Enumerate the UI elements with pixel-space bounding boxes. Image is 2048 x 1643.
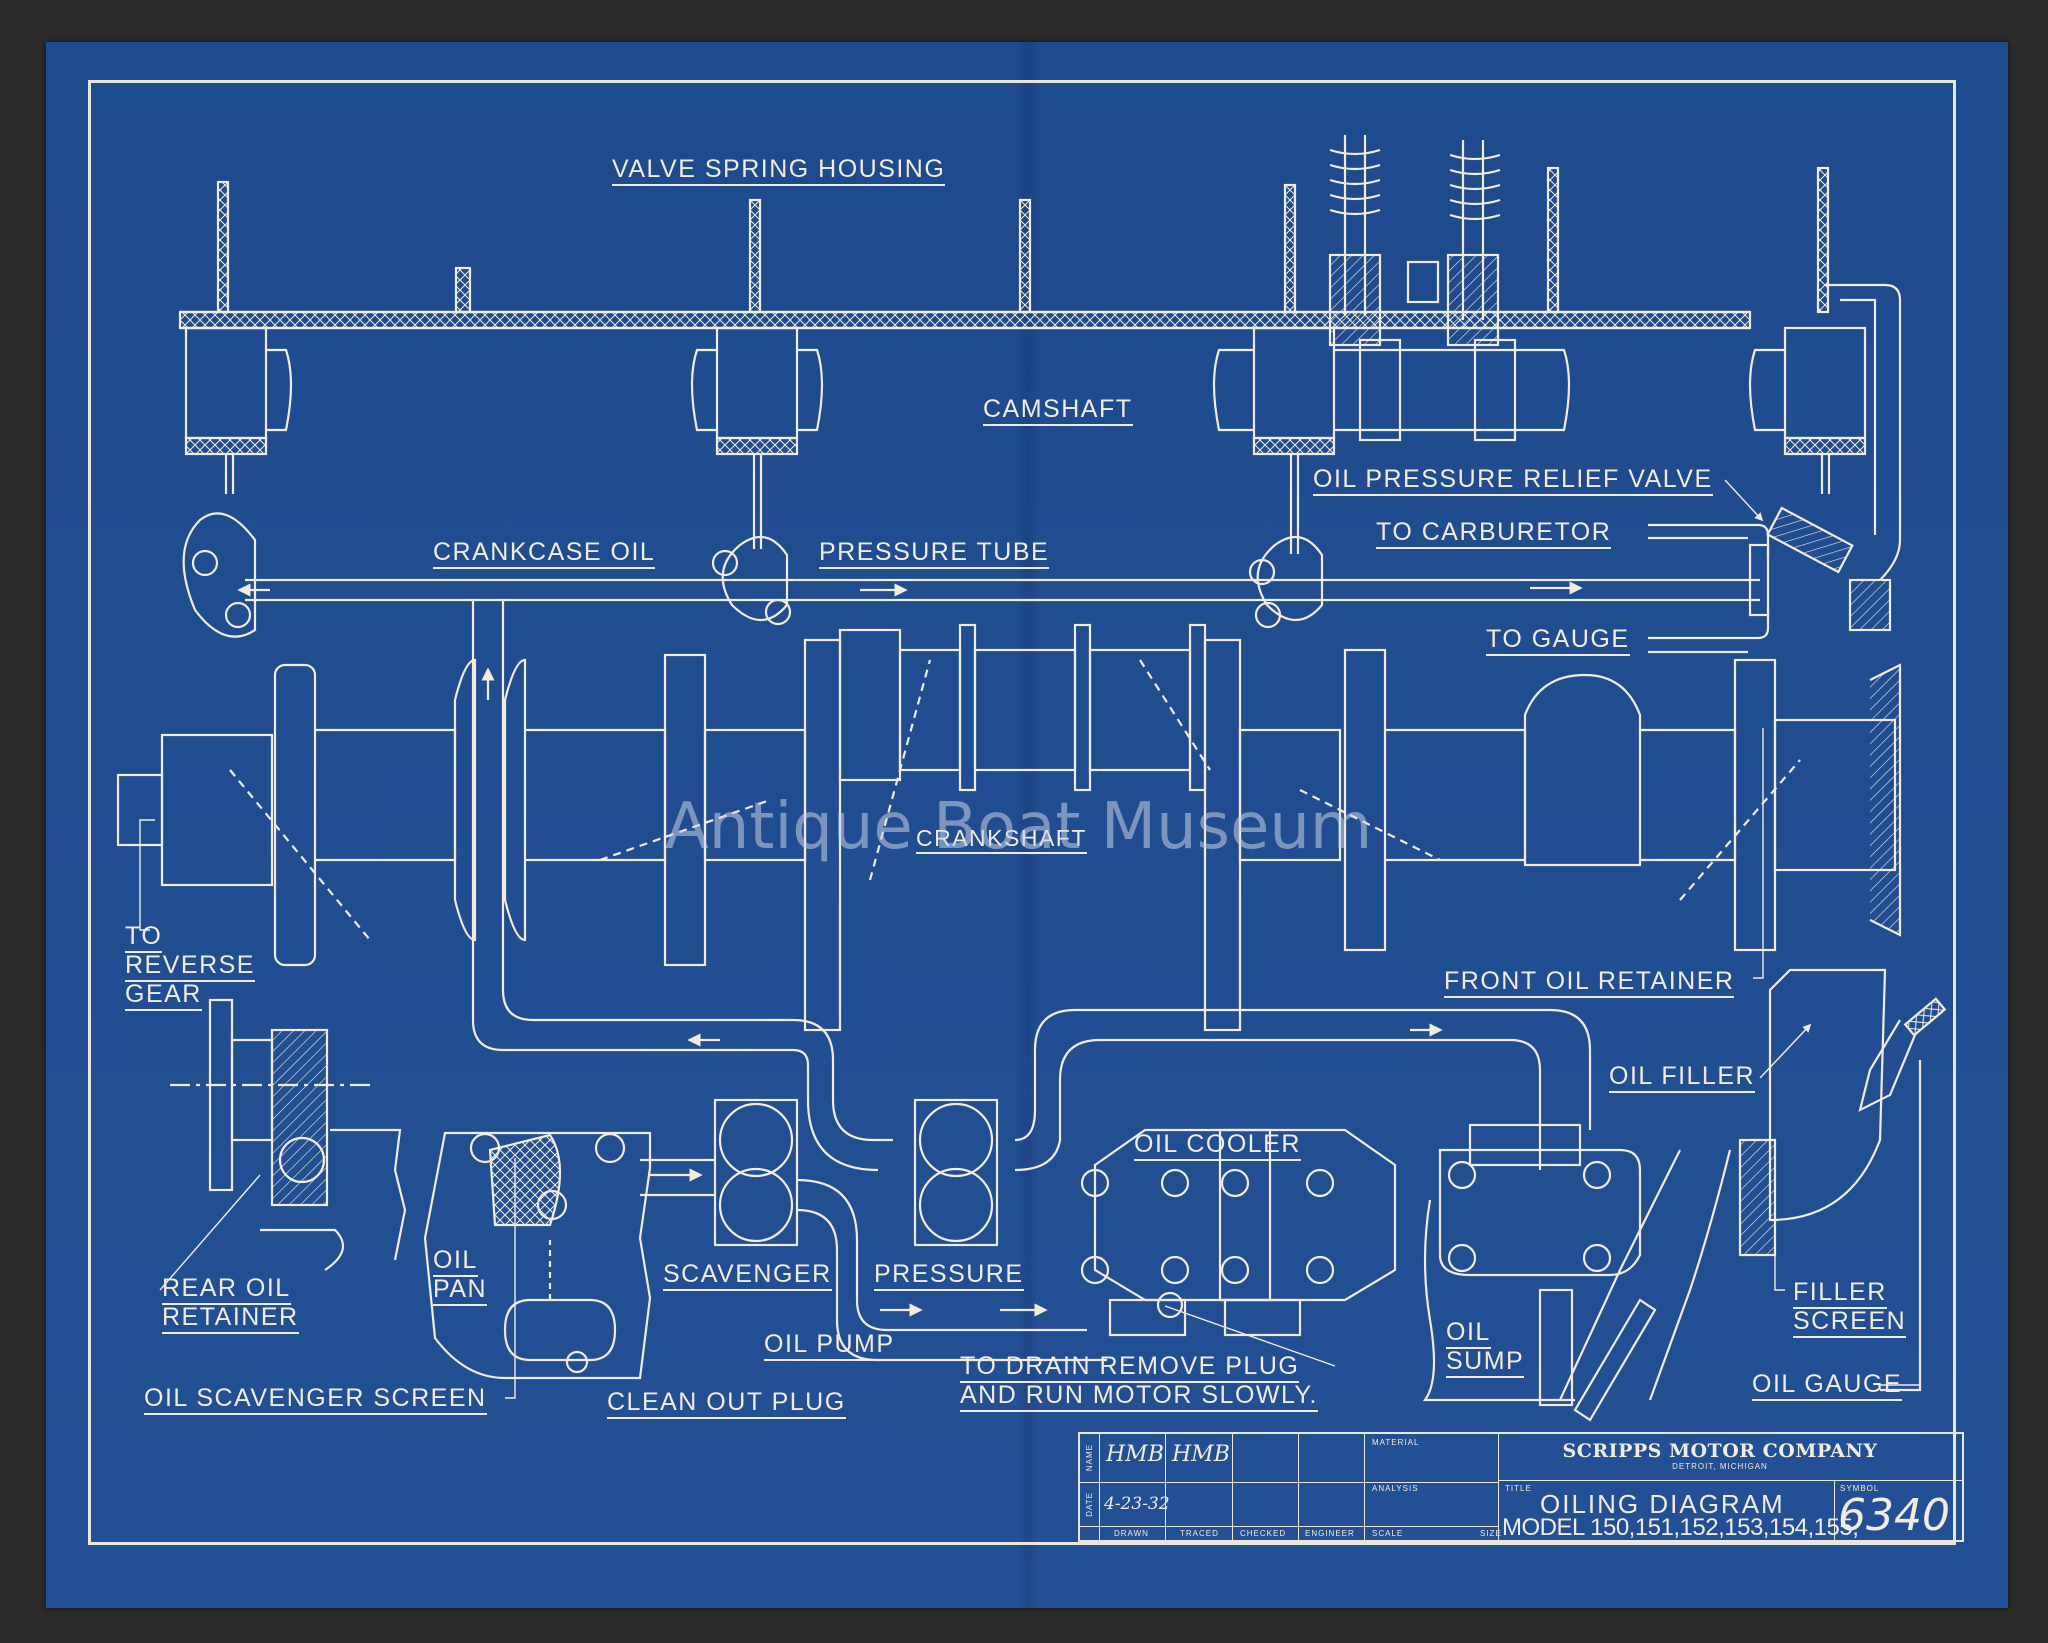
title-label: TITLE bbox=[1505, 1484, 1532, 1493]
label-oil-gauge: OIL GAUGE bbox=[1752, 1370, 1903, 1401]
traced-by-name: HMB bbox=[1172, 1442, 1230, 1467]
label-to-gauge: TO GAUGE bbox=[1486, 625, 1630, 656]
label-oil-pan: OIL PAN bbox=[433, 1246, 488, 1306]
label-camshaft: CAMSHAFT bbox=[983, 395, 1133, 426]
drawing-title: OILING DIAGRAM bbox=[1540, 1489, 1785, 1519]
rear-oil-retainer-detail bbox=[170, 998, 407, 1271]
crankshaft bbox=[116, 623, 1902, 1032]
oil-pump bbox=[640, 1098, 1107, 1362]
col-label-traced: TRACED bbox=[1180, 1529, 1219, 1538]
drawing-border bbox=[88, 80, 1956, 1545]
oil-sump bbox=[1422, 1123, 1642, 1407]
drawn-by-name: HMB bbox=[1106, 1442, 1164, 1467]
company-name: SCRIPPS MOTOR COMPANY bbox=[1562, 1440, 1878, 1462]
label-pressure: PRESSURE bbox=[874, 1260, 1024, 1291]
crankcase-oil-pressure-tube bbox=[182, 512, 1760, 1052]
title-block: NAME DATE HMB HMB 4-23-32 DRAWN TRACED C… bbox=[1078, 1432, 1964, 1542]
drawing-symbol-number: 6340 bbox=[1838, 1490, 1950, 1541]
label-scavenger: SCAVENGER bbox=[663, 1260, 832, 1291]
valve-springs bbox=[1328, 135, 1501, 347]
oil-pressure-relief-valve bbox=[1648, 283, 1902, 654]
label-rear-oil-retainer: REAR OIL RETAINER bbox=[162, 1274, 299, 1334]
valve-spring-housing bbox=[178, 166, 1830, 330]
oil-pan bbox=[423, 1131, 652, 1380]
row-label-name: NAME bbox=[1085, 1444, 1094, 1472]
label-oil-scavenger-screen: OIL SCAVENGER SCREEN bbox=[144, 1384, 487, 1415]
label-oil-sump: OIL SUMP bbox=[1446, 1318, 1525, 1378]
drawing-models: MODEL 150,151,152,153,154,155, bbox=[1502, 1514, 1859, 1541]
company-city: DETROIT, MICHIGAN bbox=[1672, 1462, 1768, 1471]
symbol-label: SYMBOL bbox=[1840, 1484, 1880, 1493]
col-label-size: SIZE bbox=[1480, 1529, 1502, 1538]
oil-return-piping bbox=[687, 1008, 1592, 1172]
watermark: Antique Boat Museum bbox=[665, 790, 1373, 864]
drawing-date: 4-23-32 bbox=[1104, 1494, 1170, 1514]
analysis-label: ANALYSIS bbox=[1372, 1484, 1419, 1493]
label-oil-pressure-relief-valve: OIL PRESSURE RELIEF VALVE bbox=[1313, 465, 1713, 496]
label-to-drain-instructions: TO DRAIN REMOVE PLUG AND RUN MOTOR SLOWL… bbox=[960, 1352, 1318, 1412]
col-label-drawn: DRAWN bbox=[1114, 1529, 1149, 1538]
label-to-carburetor: TO CARBURETOR bbox=[1376, 518, 1612, 549]
label-oil-cooler: OIL COOLER bbox=[1134, 1130, 1301, 1161]
label-crankcase-oil: CRANKCASE OIL bbox=[433, 538, 656, 569]
label-pressure-tube: PRESSURE TUBE bbox=[819, 538, 1050, 569]
oil-cooler bbox=[1080, 1128, 1397, 1337]
row-label-date: DATE bbox=[1085, 1492, 1094, 1517]
label-to-reverse-gear: TO REVERSE GEAR bbox=[125, 922, 255, 1011]
col-label-engineer: ENGINEER bbox=[1305, 1529, 1355, 1538]
camshaft bbox=[184, 326, 1867, 456]
col-label-scale: SCALE bbox=[1372, 1529, 1404, 1538]
col-label-checked: CHECKED bbox=[1240, 1529, 1287, 1538]
label-filler-screen: FILLER SCREEN bbox=[1793, 1278, 1907, 1338]
label-front-oil-retainer: FRONT OIL RETAINER bbox=[1444, 967, 1735, 998]
oil-filler bbox=[1559, 968, 1947, 1422]
leader-lines bbox=[139, 479, 1920, 1399]
material-label: MATERIAL bbox=[1372, 1438, 1420, 1447]
label-oil-pump: OIL PUMP bbox=[764, 1330, 895, 1361]
label-oil-filler: OIL FILLER bbox=[1609, 1062, 1756, 1093]
label-clean-out-plug: CLEAN OUT PLUG bbox=[607, 1388, 846, 1419]
label-crankshaft: CRANKSHAFT bbox=[916, 825, 1087, 854]
label-valve-spring-housing: VALVE SPRING HOUSING bbox=[612, 155, 946, 186]
